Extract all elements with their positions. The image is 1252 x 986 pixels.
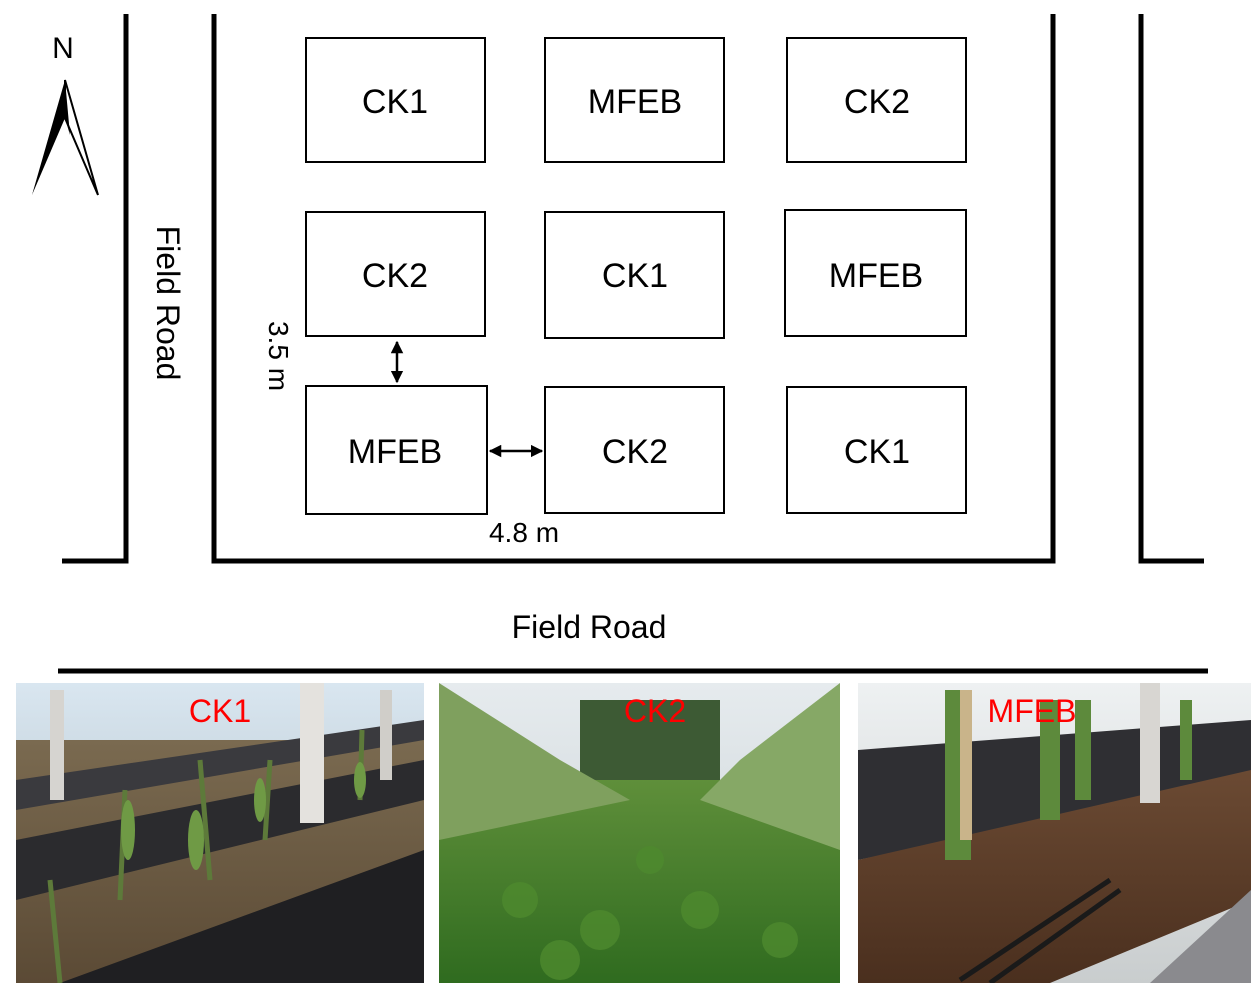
plot-label: CK1 [602,257,668,295]
photo-ck2 [439,683,840,983]
plot-r3-c2 [544,386,725,514]
photo-label-ck1: CK1 [189,693,251,729]
bottom-road-label: Field Road [512,609,667,645]
left-road-label: Field Road [150,226,186,381]
plot-label: MFEB [348,433,442,471]
dimension-arrows [390,340,544,458]
plot-label: MFEB [829,257,923,295]
photo-label-mfeb: MFEB [988,693,1077,729]
plot-r1-c2 [544,37,725,163]
vertical-gap-label: 3.5 m [263,321,294,391]
plot-r2-c2 [544,211,725,339]
plot-grid [305,37,967,515]
plot-label: CK1 [362,83,428,121]
plot-r1-c1 [305,37,486,163]
photo-label-ck2: CK2 [624,693,686,729]
photo-ck1 [16,683,424,983]
plot-r2-c3 [784,209,967,337]
plot-r3-c3 [786,386,967,514]
plot-label: CK2 [844,83,910,121]
plot-r3-c1 [305,385,488,515]
plot-r1-c3 [786,37,967,163]
plot-label: MFEB [588,83,682,121]
field-road-lines [58,14,1208,674]
plot-label: CK1 [844,433,910,471]
horizontal-gap-label: 4.8 m [489,517,559,548]
photo-labels: CK1 CK2 MFEB [189,693,1077,729]
plot-label: CK2 [362,257,428,295]
photo-mfeb [858,683,1251,983]
plot-label: CK2 [602,433,668,471]
north-arrow-icon [32,79,99,196]
north-label: N [52,32,74,65]
plot-labels: CK1 MFEB CK2 CK2 CK1 MFEB MFEB CK2 CK1 [348,83,923,471]
plot-r2-c1 [305,211,486,337]
